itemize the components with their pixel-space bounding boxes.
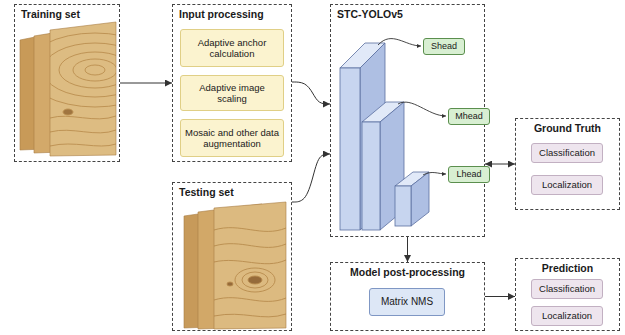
dashed-group: Model post-processingMatrix NMS bbox=[330, 262, 485, 331]
dashed-group: Input processingAdaptive anchor calculat… bbox=[172, 4, 292, 162]
head-box: Lhead bbox=[448, 166, 490, 183]
box-label: Localization bbox=[542, 179, 592, 190]
wood-testing-images bbox=[184, 202, 286, 329]
flow-arrow bbox=[485, 164, 515, 165]
head-box: Mhead bbox=[448, 108, 490, 125]
process-box: Adaptive image scaling bbox=[180, 75, 284, 111]
box-label: Adaptive image scaling bbox=[184, 82, 280, 105]
flow-arrow bbox=[292, 82, 330, 104]
group-title: Model post-processing bbox=[331, 263, 484, 279]
group-title: Input processing bbox=[173, 5, 291, 21]
box-label: Adaptive anchor calculation bbox=[184, 37, 280, 60]
flow-arrow bbox=[120, 83, 172, 84]
wood-training-images bbox=[20, 22, 165, 156]
box-label: Classification bbox=[539, 147, 595, 158]
box-label: Shead bbox=[431, 41, 457, 52]
group-title: Prediction bbox=[516, 259, 619, 275]
process-box: Mosaic and other data augmentation bbox=[180, 119, 284, 157]
head-box: Shead bbox=[423, 38, 465, 55]
dashed-group: Testing set bbox=[172, 182, 292, 331]
dashed-group: Ground TruthClassificationLocalization bbox=[515, 118, 620, 210]
group-title: Ground Truth bbox=[516, 119, 619, 135]
process-box: Adaptive anchor calculation bbox=[180, 29, 284, 67]
flow-arrow bbox=[407, 237, 408, 262]
box-label: Localization bbox=[542, 310, 592, 321]
output-box: Classification bbox=[531, 143, 603, 163]
box-label: Matrix NMS bbox=[381, 296, 433, 308]
output-box: Classification bbox=[531, 279, 603, 299]
group-title: STC-YOLOv5 bbox=[331, 5, 484, 21]
dashed-group: Training set bbox=[14, 4, 120, 162]
dashed-group: STC-YOLOv5SheadMheadLhead bbox=[330, 4, 485, 237]
flow-arrow bbox=[292, 154, 330, 202]
box-label: Mosaic and other data augmentation bbox=[184, 127, 280, 150]
output-box: Localization bbox=[531, 175, 603, 195]
process-box: Matrix NMS bbox=[369, 288, 445, 316]
box-label: Mhead bbox=[455, 111, 483, 122]
box-label: Lhead bbox=[456, 169, 481, 180]
group-title: Testing set bbox=[173, 183, 291, 199]
network-blocks bbox=[340, 43, 429, 230]
dashed-group: PredictionClassificationLocalization bbox=[515, 258, 620, 331]
head-leader-lines bbox=[378, 39, 446, 175]
flow-arrow bbox=[485, 296, 515, 297]
box-label: Classification bbox=[539, 283, 595, 294]
group-title: Training set bbox=[15, 5, 119, 21]
output-box: Localization bbox=[531, 306, 603, 326]
